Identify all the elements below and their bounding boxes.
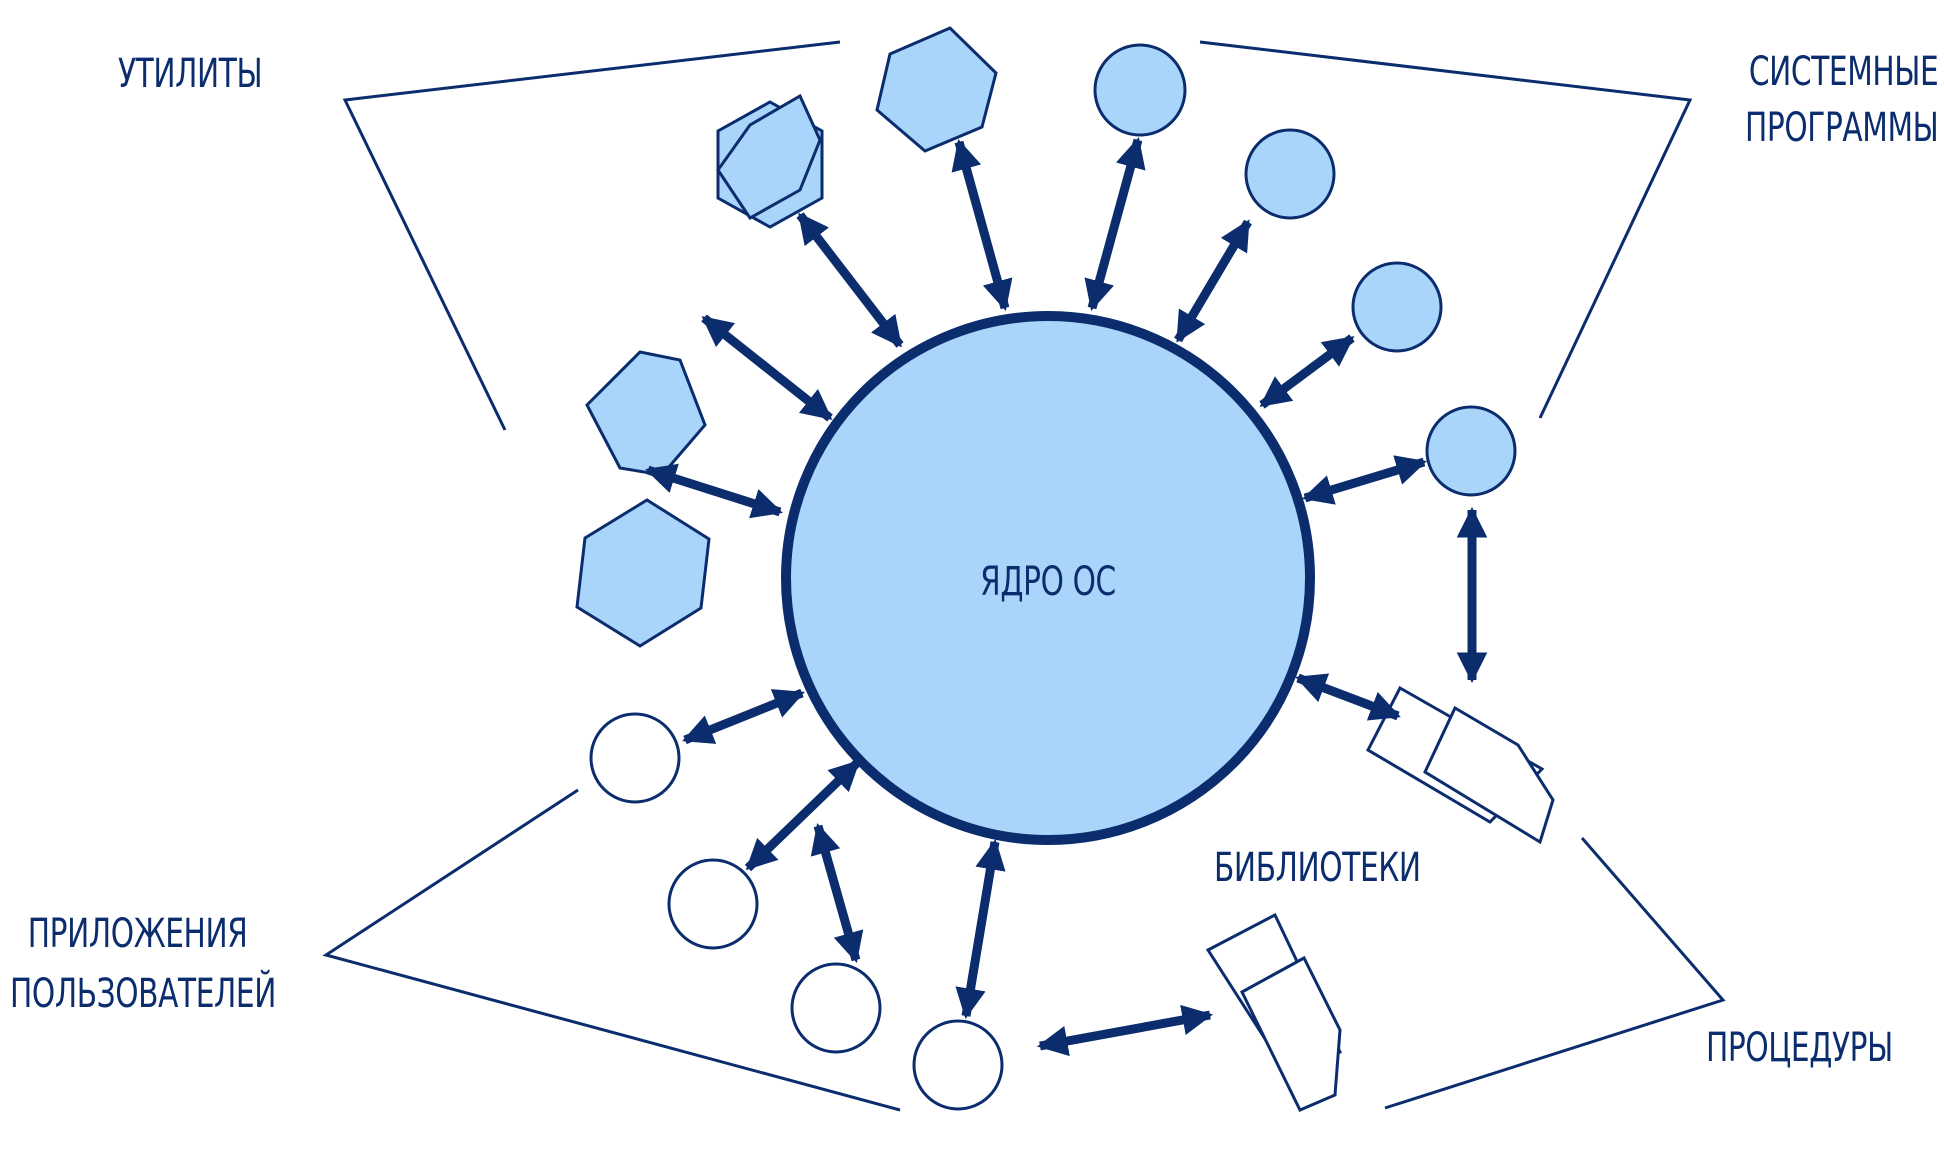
utilities-label: УТИЛИТЫ bbox=[118, 51, 263, 97]
arrow-library-kernel bbox=[1295, 673, 1401, 721]
user-app-circle bbox=[790, 962, 882, 1054]
user-app-circle bbox=[589, 712, 681, 804]
user-apps-line1: ПРИЛОЖЕНИЯ bbox=[27, 911, 248, 957]
system-programs-line1: СИСТЕМНЫЕ bbox=[1748, 49, 1938, 95]
arrow-sys4-kernel bbox=[1302, 455, 1427, 505]
arrow-sys3-kernel bbox=[1259, 334, 1355, 409]
user-app-circle bbox=[667, 858, 759, 950]
arrow-hex3-kernel bbox=[796, 212, 904, 348]
arrow-app2-app3 bbox=[810, 823, 864, 963]
arrow-app4-kernel bbox=[955, 838, 1006, 1020]
system-program-circle bbox=[1425, 405, 1517, 497]
arrow-app4-library bbox=[1036, 1004, 1214, 1057]
arrow-hex4-kernel bbox=[951, 139, 1013, 311]
system-programs-bracket bbox=[1199, 40, 1693, 419]
connector-arrows bbox=[645, 137, 1488, 1057]
user-apps-bracket bbox=[322, 788, 901, 1112]
libraries-label: БИБЛИОТЕКИ bbox=[1214, 845, 1421, 891]
system-program-circle bbox=[1093, 43, 1187, 137]
utility-hexagon-icon bbox=[875, 26, 998, 153]
arrow-app1-kernel bbox=[682, 688, 805, 745]
utility-hexagon-icon bbox=[585, 350, 707, 477]
procedures-bracket bbox=[1384, 837, 1726, 1110]
utility-hexagon-icon bbox=[575, 498, 711, 648]
kernel-circle bbox=[781, 311, 1315, 845]
system-program-circle bbox=[1351, 261, 1443, 353]
arrow-hex2-kernel bbox=[701, 314, 833, 422]
user-apps-line2: ПОЛЬЗОВАТЕЛЕЙ bbox=[10, 971, 277, 1017]
system-programs-line2: ПРОГРАММЫ bbox=[1744, 105, 1939, 151]
library-document-icon bbox=[1205, 912, 1343, 1112]
library-document-icon bbox=[1366, 685, 1555, 845]
arrow-hex1-kernel bbox=[645, 463, 783, 519]
utilities-bracket bbox=[342, 40, 841, 431]
arrow-sys2-kernel bbox=[1174, 219, 1252, 343]
kernel-label: ЯДРО ОС bbox=[980, 559, 1116, 605]
system-programs-label: СИСТЕМНЫЕ ПРОГРАММЫ bbox=[1744, 46, 1939, 154]
user-app-circle bbox=[912, 1019, 1004, 1111]
procedures-label: ПРОЦЕДУРЫ bbox=[1706, 1025, 1893, 1071]
utility-hexagon-icon bbox=[716, 93, 822, 220]
user-apps-label: ПРИЛОЖЕНИЯ ПОЛЬЗОВАТЕЛЕЙ bbox=[10, 908, 276, 1020]
arrow-app2-kernel bbox=[744, 758, 862, 872]
system-program-circle bbox=[1244, 128, 1336, 220]
arrow-sys1-kernel bbox=[1084, 137, 1146, 311]
